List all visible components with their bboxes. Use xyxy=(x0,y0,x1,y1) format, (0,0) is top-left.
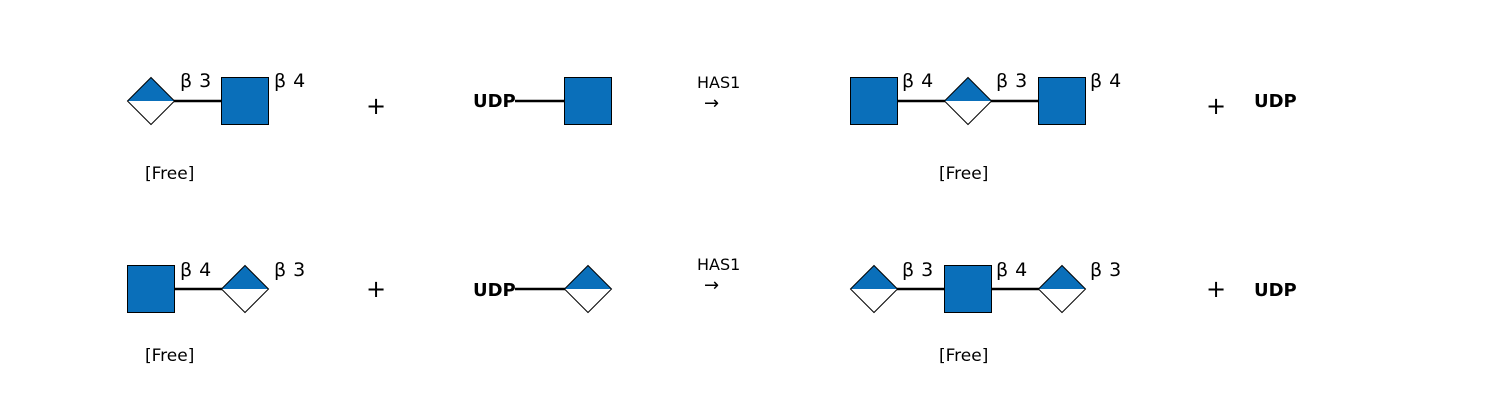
arrow-1: → xyxy=(704,93,720,114)
substrate-1-residue-2-square-icon xyxy=(221,77,269,125)
product-2-residue-1-diamond-icon xyxy=(849,264,899,314)
plus-left-1: + xyxy=(366,92,387,120)
donor-2-residue-diamond-icon xyxy=(563,264,613,314)
substrate-2-tag: [Free] xyxy=(145,346,195,366)
product-1-residue-1-square-icon xyxy=(850,77,898,125)
plus-left-2: + xyxy=(366,275,387,303)
substrate-2-residue-2-diamond-icon-outline xyxy=(220,264,270,314)
product-2-residue-3-diamond-icon-top-half xyxy=(1038,265,1086,289)
donor-2-residue-diamond-icon-outline xyxy=(563,264,613,314)
product-1-residue-2-diamond-icon-top-half xyxy=(944,77,992,101)
byproduct-1-label: UDP xyxy=(1254,91,1297,112)
substrate-1-residue-1-diamond-icon-bottom-half xyxy=(127,101,175,125)
substrate-2-link-2: β 3 xyxy=(274,259,306,281)
donor-1-label: UDP xyxy=(473,91,516,112)
product-2-tag: [Free] xyxy=(939,346,989,366)
product-1-link-2: β 3 xyxy=(996,70,1028,92)
product-2-residue-1-diamond-icon-bottom-half xyxy=(850,289,898,313)
product-1-residue-2-diamond-icon-outline xyxy=(943,76,993,126)
product-1-residue-3-square-icon xyxy=(1038,77,1086,125)
substrate-1-tag: [Free] xyxy=(145,164,195,184)
substrate-1-link-2: β 4 xyxy=(274,70,306,92)
product-1-link-1: β 4 xyxy=(902,70,934,92)
donor-2-residue-diamond-icon-bottom-half xyxy=(564,289,612,313)
substrate-1-residue-1-diamond-icon xyxy=(126,76,176,126)
plus-right-1: + xyxy=(1206,92,1227,120)
plus-right-2: + xyxy=(1206,275,1227,303)
substrate-2-residue-1-square-icon xyxy=(127,265,175,313)
product-2-residue-2-square-icon xyxy=(944,265,992,313)
product-1-residue-2-diamond-icon xyxy=(943,76,993,126)
byproduct-2-label: UDP xyxy=(1254,280,1297,301)
product-2-link-3: β 3 xyxy=(1090,259,1122,281)
enzyme-1-label: HAS1 xyxy=(697,73,741,92)
substrate-2-link-1: β 4 xyxy=(180,259,212,281)
product-1-tag: [Free] xyxy=(939,164,989,184)
product-2-link-1: β 3 xyxy=(902,259,934,281)
product-2-residue-3-diamond-icon-bottom-half xyxy=(1038,289,1086,313)
substrate-2-residue-2-diamond-icon xyxy=(220,264,270,314)
product-2-residue-1-diamond-icon-top-half xyxy=(850,265,898,289)
product-1-residue-2-diamond-icon-bottom-half xyxy=(944,101,992,125)
substrate-1-residue-1-diamond-icon-top-half xyxy=(127,77,175,101)
arrow-2: → xyxy=(704,275,720,296)
substrate-2-residue-2-diamond-icon-top-half xyxy=(221,265,269,289)
substrate-2-residue-2-diamond-icon-bottom-half xyxy=(221,289,269,313)
substrate-1-residue-1-diamond-icon-outline xyxy=(126,76,176,126)
product-2-link-2: β 4 xyxy=(996,259,1028,281)
enzyme-2-label: HAS1 xyxy=(697,255,741,274)
product-2-residue-3-diamond-icon xyxy=(1037,264,1087,314)
product-2-residue-3-diamond-icon-outline xyxy=(1037,264,1087,314)
donor-2-residue-diamond-icon-top-half xyxy=(564,265,612,289)
product-2-residue-1-diamond-icon-outline xyxy=(849,264,899,314)
substrate-1-link-1: β 3 xyxy=(180,70,212,92)
product-1-link-3: β 4 xyxy=(1090,70,1122,92)
donor-1-residue-square-icon xyxy=(564,77,612,125)
donor-2-label: UDP xyxy=(473,280,516,301)
